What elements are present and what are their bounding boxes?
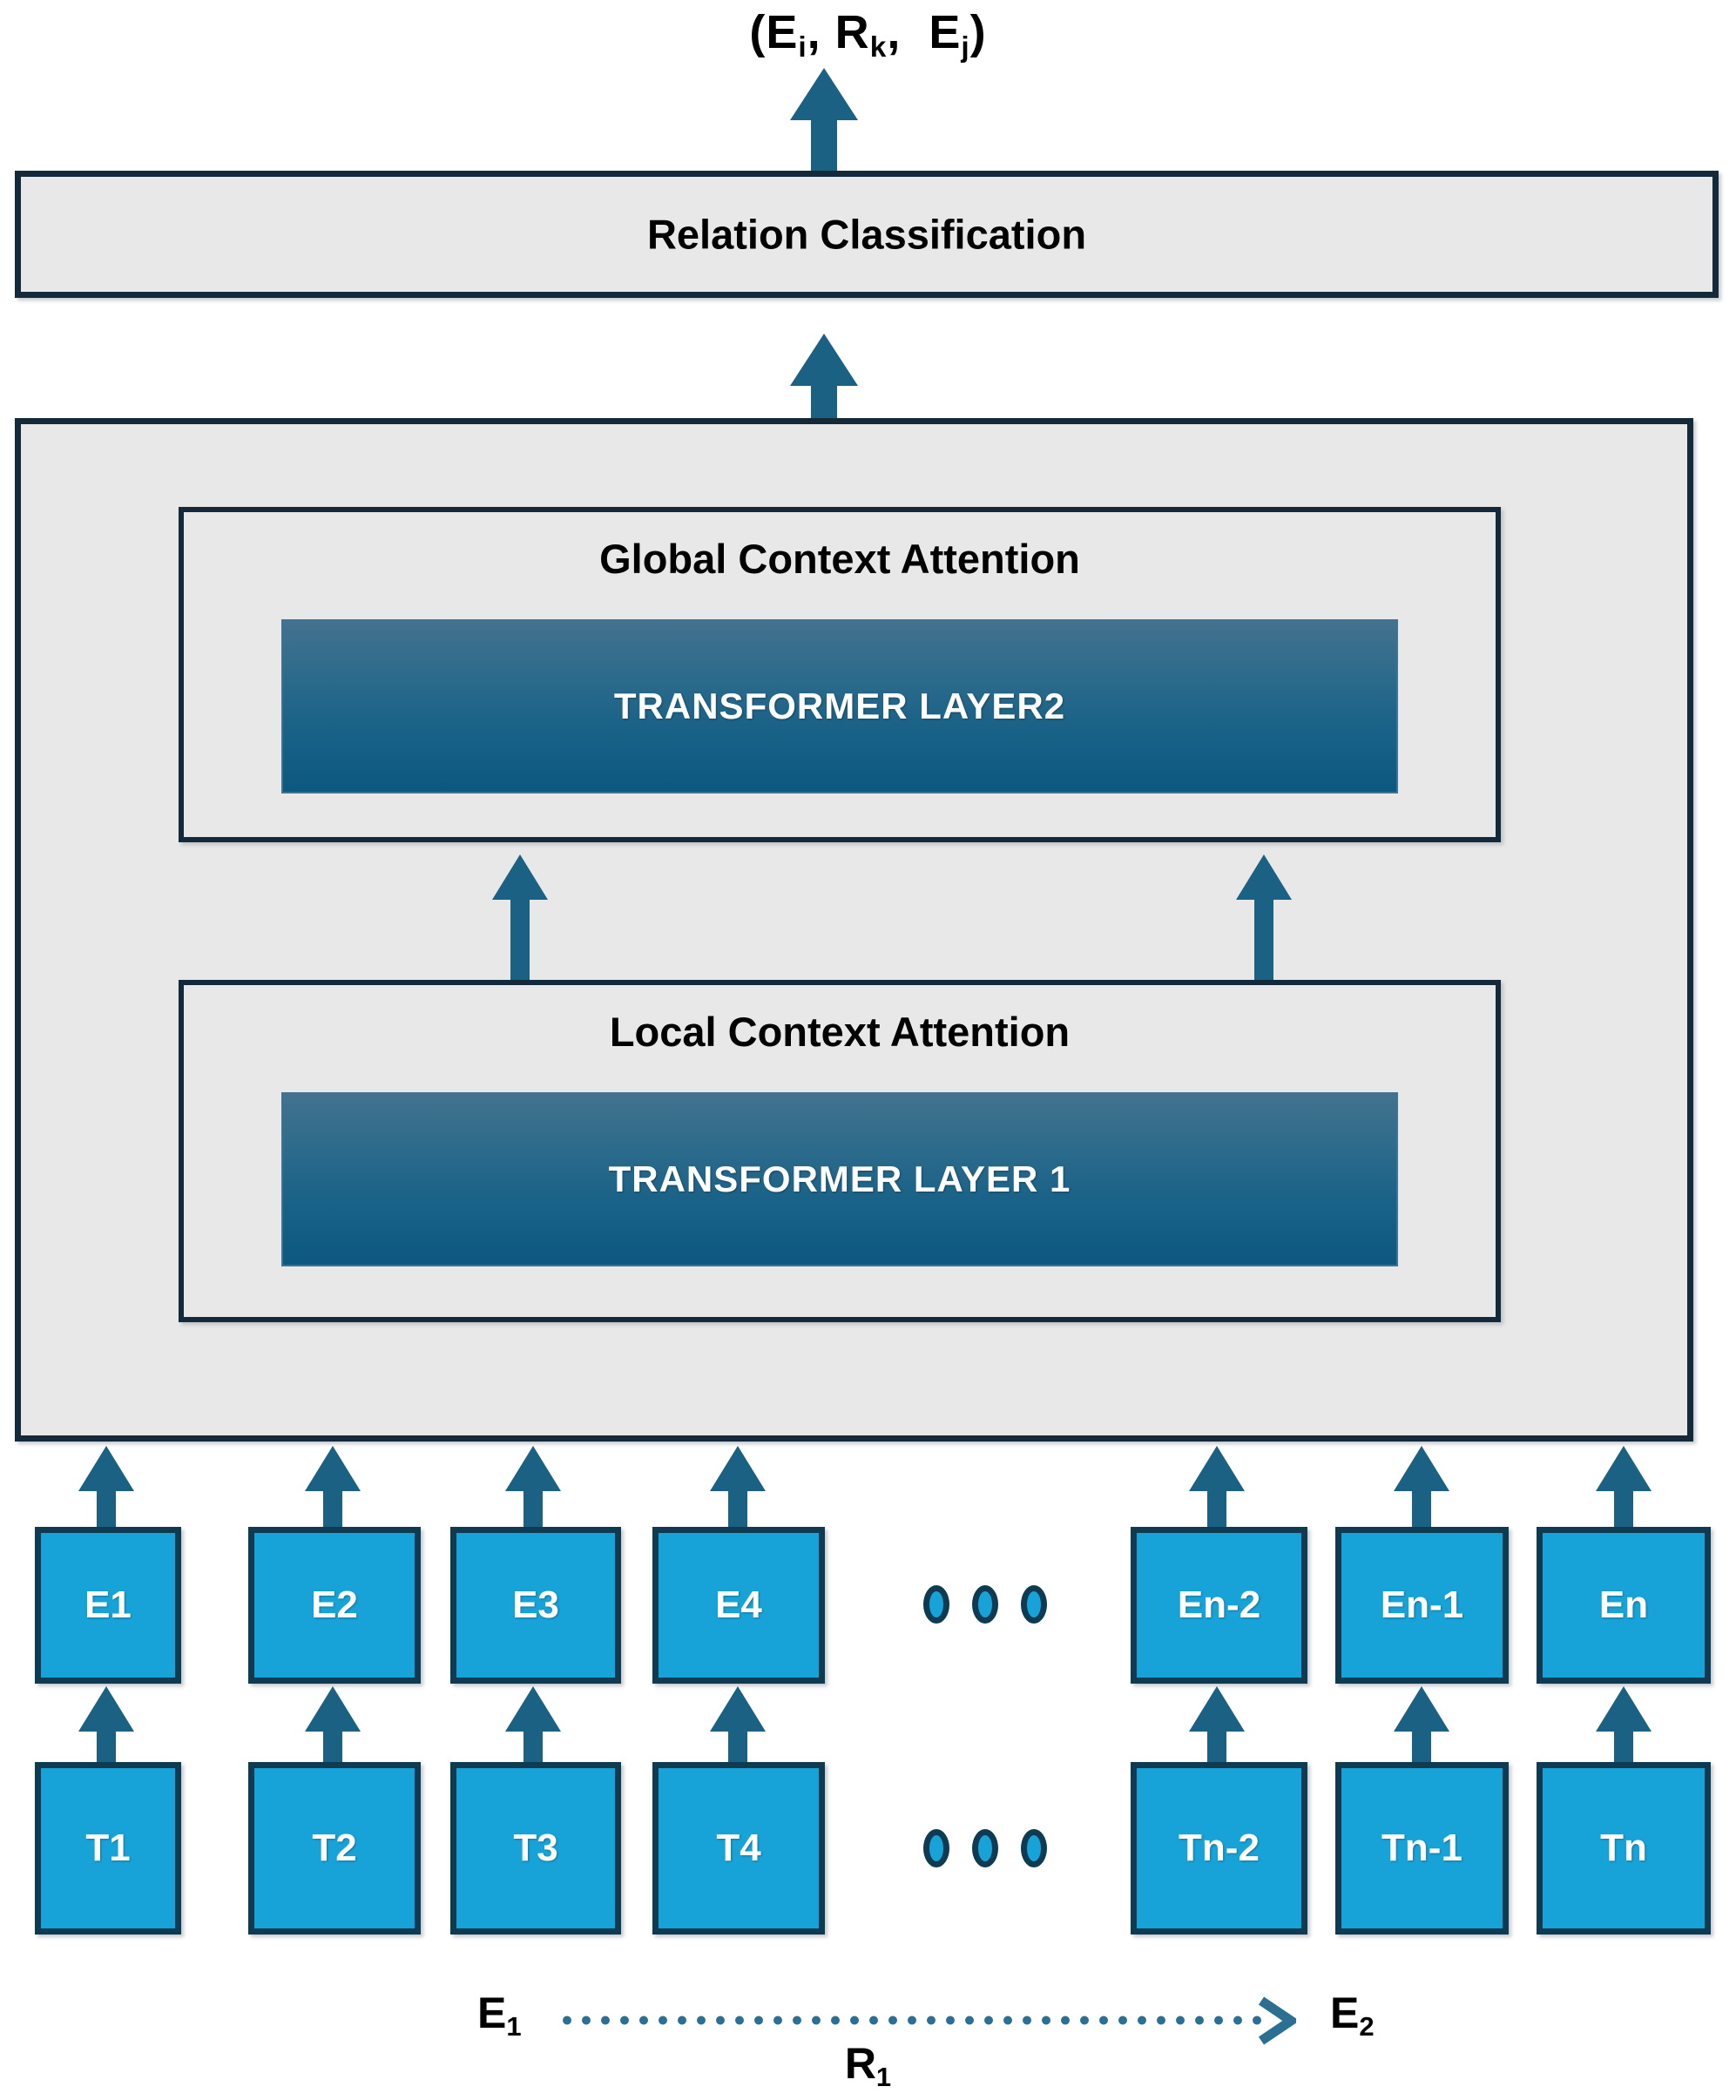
arrow-head-icon bbox=[710, 1686, 766, 1732]
arrow-tn-2-to-en-2 bbox=[1189, 1686, 1245, 1773]
arrow-shaft bbox=[1254, 898, 1273, 985]
token-cell-tn: Tn bbox=[1537, 1762, 1711, 1935]
token-cell-label: Tn-2 bbox=[1179, 1827, 1260, 1869]
transformer-layer-2-label: TRANSFORMER LAYER2 bbox=[613, 685, 1066, 726]
token-cell-tn-2: Tn-2 bbox=[1131, 1762, 1307, 1935]
token-cell-label: T4 bbox=[716, 1827, 761, 1869]
relation-target-entity: E2 bbox=[1330, 1988, 1375, 2042]
arrow-tn-to-en bbox=[1596, 1686, 1652, 1773]
triple-sub-k: k bbox=[869, 31, 888, 64]
token-cell-label: T1 bbox=[85, 1827, 131, 1869]
arrow-head-icon bbox=[305, 1446, 361, 1491]
triple-mid-e: , E bbox=[887, 6, 962, 58]
ellipsis-dot-icon bbox=[923, 1829, 949, 1867]
embedding-cell-e2: E2 bbox=[248, 1527, 421, 1684]
local-context-attention-title: Local Context Attention bbox=[609, 1009, 1071, 1055]
relation-classification-title: Relation Classification bbox=[646, 211, 1087, 258]
local-context-attention-block: Local Context Attention TRANSFORMER LAYE… bbox=[179, 980, 1501, 1322]
global-context-attention-block: Global Context Attention TRANSFORMER LAY… bbox=[179, 507, 1501, 842]
relation-type-letter: R bbox=[844, 2039, 876, 2088]
embedding-cell-label: E4 bbox=[715, 1583, 762, 1626]
arrow-tn-1-to-en-1 bbox=[1394, 1686, 1449, 1773]
transformer-layer-2: TRANSFORMER LAYER2 bbox=[281, 619, 1398, 793]
token-cell-t4: T4 bbox=[652, 1762, 825, 1935]
token-cell-tn-1: Tn-1 bbox=[1335, 1762, 1509, 1935]
embedding-cell-e1: E1 bbox=[35, 1527, 181, 1684]
relation-source-entity: E1 bbox=[477, 1988, 522, 2042]
token-cell-t3: T3 bbox=[450, 1762, 621, 1935]
arrow-t1-to-e1 bbox=[78, 1686, 134, 1773]
arrow-head-icon bbox=[492, 854, 548, 900]
embedding-cell-en-1: En-1 bbox=[1335, 1527, 1509, 1684]
embedding-cell-label: En-2 bbox=[1177, 1583, 1261, 1626]
transformer-layer-1-label: TRANSFORMER LAYER 1 bbox=[608, 1158, 1071, 1199]
relation-classification-panel: Relation Classification bbox=[15, 171, 1719, 298]
arrow-shaft bbox=[811, 118, 837, 172]
embedding-cell-label: En bbox=[1598, 1583, 1649, 1626]
arrow-head-icon bbox=[1596, 1686, 1652, 1732]
arrow-head-icon bbox=[1394, 1446, 1449, 1491]
output-triple-label: (Ei, Rk, Ej) bbox=[0, 5, 1736, 64]
arrow-shaft bbox=[510, 898, 530, 985]
triple-prefix: (E bbox=[749, 6, 799, 58]
ellipsis-dot-icon bbox=[1021, 1585, 1047, 1624]
transformer-layer-1: TRANSFORMER LAYER 1 bbox=[281, 1092, 1398, 1266]
arrow-head-icon bbox=[790, 334, 858, 386]
relation-target-entity-sub: 2 bbox=[1359, 2011, 1375, 2043]
arrow-head-icon bbox=[1596, 1446, 1652, 1491]
arrow-local-to-global-left bbox=[492, 854, 548, 985]
embedding-cell-e4: E4 bbox=[652, 1527, 825, 1684]
embedding-row-ellipsis bbox=[923, 1585, 1047, 1624]
arrow-head-icon bbox=[790, 68, 858, 120]
embedding-cell-label: E3 bbox=[512, 1583, 559, 1626]
relation-dotted-connector bbox=[557, 2016, 1272, 2025]
triple-sub-i: i bbox=[798, 31, 807, 64]
embedding-cell-en-2: En-2 bbox=[1131, 1527, 1307, 1684]
global-context-attention-title: Global Context Attention bbox=[599, 536, 1080, 582]
relation-type-label: R1 bbox=[0, 2038, 1736, 2093]
token-cell-t2: T2 bbox=[248, 1762, 421, 1935]
triple-suffix: ) bbox=[969, 6, 987, 58]
relation-source-entity-letter: E bbox=[477, 1989, 507, 2037]
relation-arrowhead-icon bbox=[1258, 1996, 1296, 2045]
relation-source-entity-sub: 1 bbox=[506, 2011, 522, 2043]
arrow-head-icon bbox=[1189, 1686, 1245, 1732]
arrow-t2-to-e2 bbox=[305, 1686, 361, 1773]
ellipsis-dot-icon bbox=[923, 1585, 949, 1624]
embedding-cell-label: En-1 bbox=[1380, 1583, 1464, 1626]
embedding-cell-e3: E3 bbox=[450, 1527, 621, 1684]
arrow-head-icon bbox=[505, 1686, 561, 1732]
arrow-encoder-to-classification bbox=[790, 334, 858, 421]
token-cell-label: T3 bbox=[513, 1827, 558, 1869]
arrow-head-icon bbox=[710, 1446, 766, 1491]
relation-target-entity-letter: E bbox=[1330, 1989, 1360, 2037]
arrow-head-icon bbox=[305, 1686, 361, 1732]
arrow-t4-to-e4 bbox=[710, 1686, 766, 1773]
ellipsis-dot-icon bbox=[1021, 1829, 1047, 1867]
ellipsis-dot-icon bbox=[972, 1829, 998, 1867]
arrow-head-icon bbox=[1189, 1446, 1245, 1491]
embedding-cell-en: En bbox=[1537, 1527, 1711, 1684]
ellipsis-dot-icon bbox=[972, 1585, 998, 1624]
arrow-head-icon bbox=[78, 1686, 134, 1732]
triple-sub-j: j bbox=[961, 31, 970, 64]
token-row-ellipsis bbox=[923, 1829, 1047, 1867]
token-cell-label: Tn bbox=[1600, 1827, 1647, 1869]
relation-type-sub: 1 bbox=[875, 2062, 892, 2093]
token-cell-t1: T1 bbox=[35, 1762, 181, 1935]
embedding-cell-label: E2 bbox=[311, 1583, 358, 1626]
arrow-head-icon bbox=[505, 1446, 561, 1491]
arrow-shaft bbox=[811, 384, 837, 421]
token-cell-label: T2 bbox=[312, 1827, 357, 1869]
arrow-head-icon bbox=[78, 1446, 134, 1491]
triple-mid-r: , R bbox=[807, 6, 870, 58]
embedding-cell-label: E1 bbox=[84, 1583, 132, 1626]
encoder-stack-panel: Global Context Attention TRANSFORMER LAY… bbox=[15, 418, 1693, 1442]
token-cell-label: Tn-1 bbox=[1381, 1827, 1462, 1869]
arrow-head-icon bbox=[1236, 854, 1292, 900]
arrow-local-to-global-right bbox=[1236, 854, 1292, 985]
arrow-head-icon bbox=[1394, 1686, 1449, 1732]
arrow-classification-to-output bbox=[790, 68, 858, 172]
arrow-t3-to-e3 bbox=[505, 1686, 561, 1773]
